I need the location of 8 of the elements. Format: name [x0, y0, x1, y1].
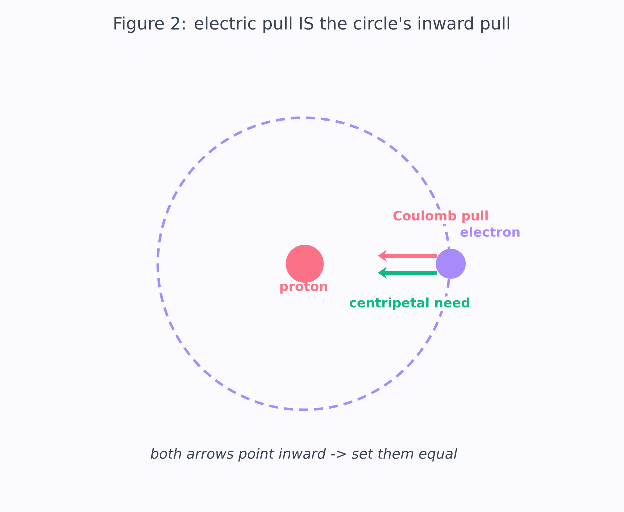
caption: both arrows point inward -> set them equal	[150, 448, 458, 462]
particle-label: electron	[460, 226, 520, 238]
electron-circle	[436, 249, 466, 279]
force-label: centripetal need	[348, 296, 472, 312]
force-label: Coulomb pull	[392, 210, 490, 224]
proton-circle	[286, 245, 324, 283]
particle-label: proton	[280, 282, 328, 294]
title: Figure 2: electric pull IS the circle's inward pull	[114, 16, 510, 34]
